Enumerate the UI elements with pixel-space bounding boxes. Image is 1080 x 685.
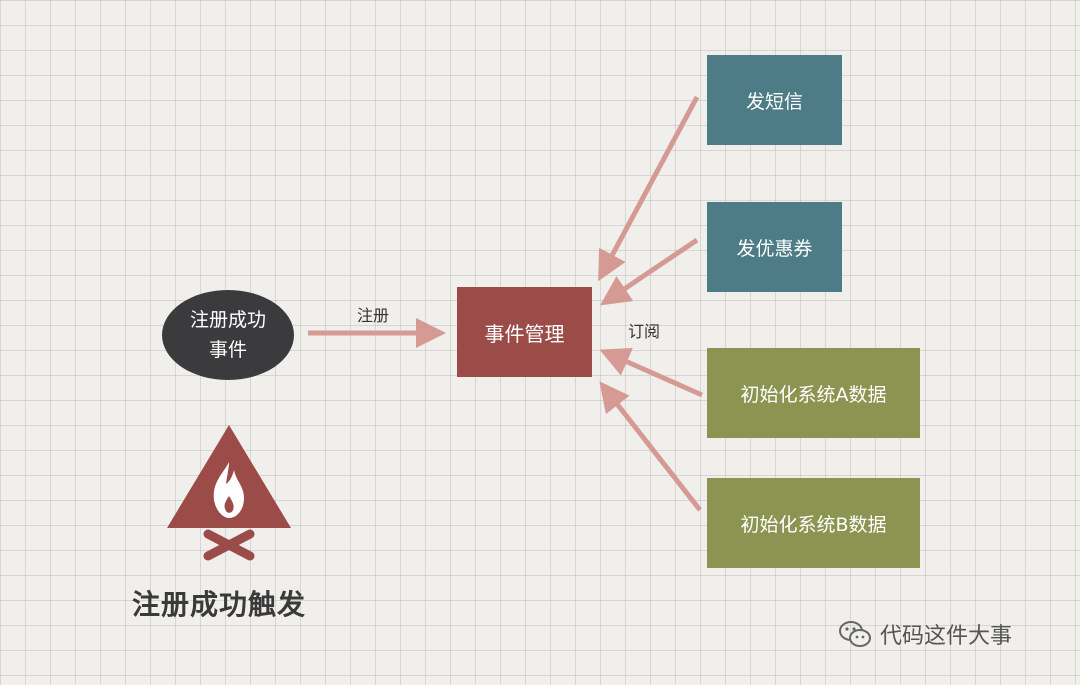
trigger-node-label: 注册成功事件 [189,309,266,361]
event-manager-label: 事件管理 [484,321,565,346]
subscriber-coupon-label: 发优惠券 [736,237,813,260]
subscriber-system-a-label: 初始化系统A数据 [740,383,887,406]
subscriber-coupon-node: 发优惠券 [707,202,842,292]
trigger-node: 注册成功事件 [162,290,294,380]
subscribe-edge-label: 订阅 [628,322,661,341]
caption: 注册成功触发 [132,588,307,621]
subscriber-sms-node: 发短信 [707,55,842,145]
watermark-text: 代码这件大事 [880,624,1013,649]
subscriber-system-b-node: 初始化系统B数据 [707,478,920,568]
subscribe-arrow-system-a [599,348,704,398]
subscribe-arrow-sms [598,95,700,282]
campfire-warning-icon [167,425,291,561]
wechat-icon [839,621,871,647]
subscriber-sms-label: 发短信 [745,90,803,113]
subscriber-system-a-node: 初始化系统A数据 [707,348,920,438]
subscribe-arrow-coupon [600,237,699,306]
register-edge-label: 注册 [357,306,390,325]
event-manager-node: 事件管理 [457,287,592,377]
subscribe-arrow-system-b [599,381,702,512]
watermark: 代码这件大事 [838,618,1012,650]
subscriber-system-b-label: 初始化系统B数据 [740,513,887,536]
